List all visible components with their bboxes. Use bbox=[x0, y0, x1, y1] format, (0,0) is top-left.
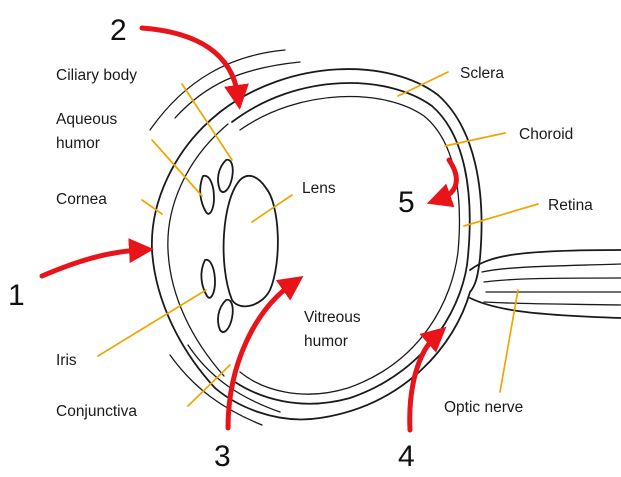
ciliary-body-lower bbox=[218, 300, 233, 332]
optic-nerve-outline bbox=[470, 250, 621, 318]
label-optic-nerve: Optic nerve bbox=[444, 399, 523, 416]
label-conjunctiva: Conjunctiva bbox=[56, 403, 137, 420]
label-lens: Lens bbox=[302, 180, 336, 197]
leader-lines bbox=[98, 72, 538, 406]
iris-upper bbox=[200, 176, 214, 214]
iris-leader bbox=[98, 290, 206, 356]
sclera-outer bbox=[215, 69, 482, 419]
label-vitreous-humor-line2: humor bbox=[304, 333, 348, 350]
marker-4: 4 bbox=[398, 440, 415, 473]
ciliary-body-upper bbox=[218, 160, 233, 192]
label-aqueous-humor-line2: humor bbox=[56, 135, 100, 152]
label-aqueous-humor-line1: Aqueous bbox=[56, 111, 117, 128]
aqueous-humor-leader bbox=[152, 140, 202, 196]
marker-1: 1 bbox=[8, 279, 25, 312]
retina-leader bbox=[464, 204, 538, 226]
cornea-outer bbox=[152, 112, 220, 388]
sclera-leader bbox=[398, 72, 448, 96]
marker-3: 3 bbox=[214, 440, 231, 473]
label-retina: Retina bbox=[548, 197, 593, 214]
label-sclera: Sclera bbox=[460, 65, 504, 82]
optic-nerve-fibers bbox=[482, 264, 621, 305]
arrow-2 bbox=[142, 28, 238, 96]
arrow-4 bbox=[410, 336, 436, 430]
labels: Ciliary body Aqueous humor Cornea Iris C… bbox=[56, 65, 593, 420]
label-choroid: Choroid bbox=[519, 126, 573, 143]
label-vitreous-humor-line1: Vitreous bbox=[304, 309, 361, 326]
label-ciliary-body: Ciliary body bbox=[56, 67, 137, 84]
eyeball-outline bbox=[150, 50, 621, 425]
lens-shape bbox=[224, 176, 278, 306]
label-cornea: Cornea bbox=[56, 191, 107, 208]
label-iris: Iris bbox=[56, 352, 77, 369]
marker-2: 2 bbox=[110, 14, 127, 47]
optic-nerve-leader bbox=[500, 290, 518, 392]
marker-5: 5 bbox=[398, 186, 415, 219]
arrow-1 bbox=[42, 250, 140, 276]
ciliary-body-leader bbox=[182, 84, 232, 160]
arrow-5 bbox=[440, 160, 456, 199]
